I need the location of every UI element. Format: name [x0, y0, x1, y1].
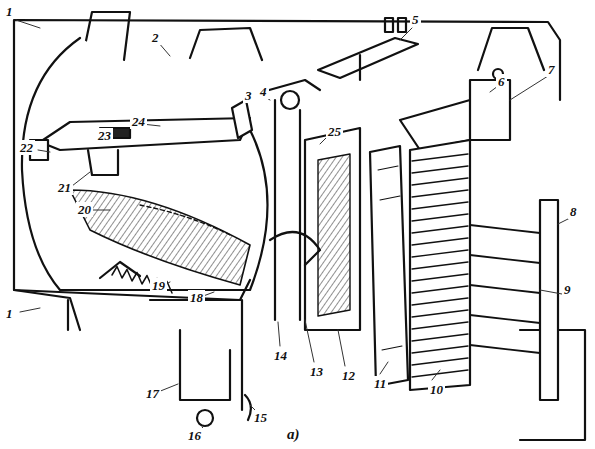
callout-number: 15 — [252, 410, 269, 425]
callout-number: 3 — [243, 88, 254, 103]
callout-number: 16 — [186, 428, 203, 443]
callout-number: 20 — [76, 202, 93, 217]
callout-number: 6 — [496, 74, 507, 89]
callout-number: 24 — [130, 114, 147, 129]
callout-number: 25 — [326, 124, 343, 139]
callout-number: 8 — [568, 204, 579, 219]
callout-number: 14 — [272, 348, 289, 363]
callout-number: 2 — [150, 30, 161, 45]
figure-caption: а) — [285, 426, 302, 443]
callout-number: 21 — [56, 180, 73, 195]
callout-number: 18 — [188, 290, 205, 305]
callout-number: 22 — [18, 140, 35, 155]
callout-number: 19 — [150, 278, 167, 293]
callout-number: 1 — [4, 306, 15, 321]
callout-number: 7 — [546, 62, 557, 77]
callout-number: 12 — [340, 368, 357, 383]
callout-number: 1 — [4, 4, 15, 19]
callout-number: 13 — [308, 364, 325, 379]
callout-number: 9 — [562, 282, 573, 297]
callout-number: 17 — [144, 386, 161, 401]
callout-number: 10 — [428, 382, 445, 397]
callout-number: 11 — [372, 376, 388, 391]
callout-number: 4 — [258, 84, 269, 99]
callout-number: 5 — [410, 12, 421, 27]
callout-number: 23 — [96, 128, 113, 143]
